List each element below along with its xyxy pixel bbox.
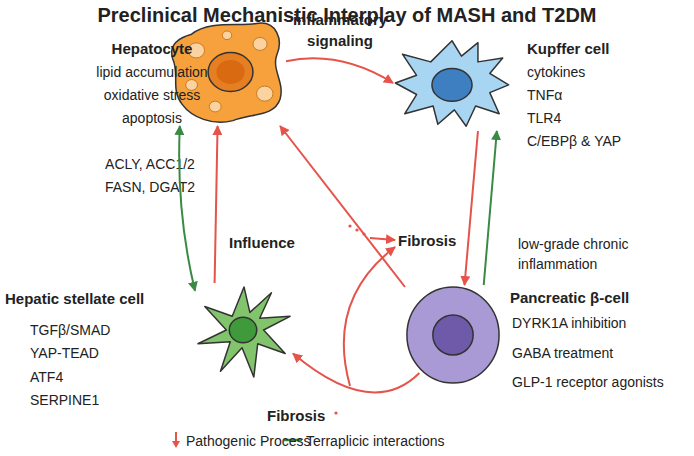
cell-heading: Hepatocyte	[92, 37, 212, 60]
edge-label: Fibrosis	[267, 404, 357, 427]
cell-text: TGFβ/SMAD	[30, 319, 180, 342]
cell-node: Kupffer cellcytokinesTNFαTLR4C/EBPβ & YA…	[393, 35, 511, 131]
cell-text: YAP-TEAD	[30, 342, 180, 365]
legend-text: Terraplicic interactions	[306, 430, 445, 453]
edge-label: low-grade chronic inflammation	[518, 234, 646, 274]
pathogenic-connector	[280, 126, 405, 287]
pathogenic-connector	[286, 58, 393, 83]
cell-node: Hepatic stellate cellTGFβ/SMADYAP-TEADAT…	[195, 283, 293, 381]
pathogenic-connector	[465, 131, 478, 285]
cell-text: TNFα	[527, 84, 677, 107]
cell-node: Hepatocytelipid accumulationoxidative st…	[168, 18, 286, 126]
cell-text: GABA treatment	[512, 342, 692, 365]
cell-text: cytokines	[527, 61, 677, 84]
edge-label: inflammatory signaling	[290, 9, 390, 51]
cell-text: TLR4	[527, 107, 677, 130]
cell-heading: Pancreatic β-cell	[510, 286, 690, 309]
cell-illustration	[195, 283, 293, 381]
cell-text: SERPINE1	[30, 389, 180, 412]
cell-text: ATF4	[30, 366, 180, 389]
cell-text: apoptosis	[88, 107, 216, 130]
legend-arrow-sample	[175, 432, 177, 444]
dot-symbol	[348, 224, 351, 227]
cell-text: GLP-1 receptor agonists	[512, 371, 692, 394]
interaction-connector	[179, 126, 195, 291]
cell-illustration	[393, 35, 511, 131]
cell-text: ACLY, ACC1/2 FASN, DGAT2	[100, 153, 200, 199]
cell-illustration	[405, 285, 501, 385]
fibrosis-arrow	[344, 247, 395, 386]
cell-text: C/EBPβ & YAP	[527, 130, 677, 153]
legend-text: Pathogenic Process	[186, 430, 311, 453]
edge-label: Influence	[229, 231, 319, 254]
pathogenic-connector	[215, 126, 218, 283]
cell-text: oxidative stress	[88, 84, 216, 107]
annotation-label: Fibrosis	[398, 229, 488, 252]
cell-node: Pancreatic β-cellDYRK1A inhibitionGABA t…	[405, 285, 501, 385]
cell-heading: Hepatic stellate cell	[5, 287, 190, 310]
legend-arrow-sample	[172, 441, 180, 448]
cell-text: lipid accumulation	[88, 61, 216, 84]
cell-heading: Kupffer cell	[527, 37, 677, 60]
fibrosis-arrow	[370, 238, 395, 240]
dot-symbol	[362, 232, 365, 235]
cell-text: DYRK1A inhibition	[512, 312, 692, 335]
pathogenic-connector	[293, 354, 419, 393]
interaction-connector	[484, 131, 497, 285]
dot-symbol	[334, 411, 337, 414]
dot-symbol	[355, 228, 358, 231]
